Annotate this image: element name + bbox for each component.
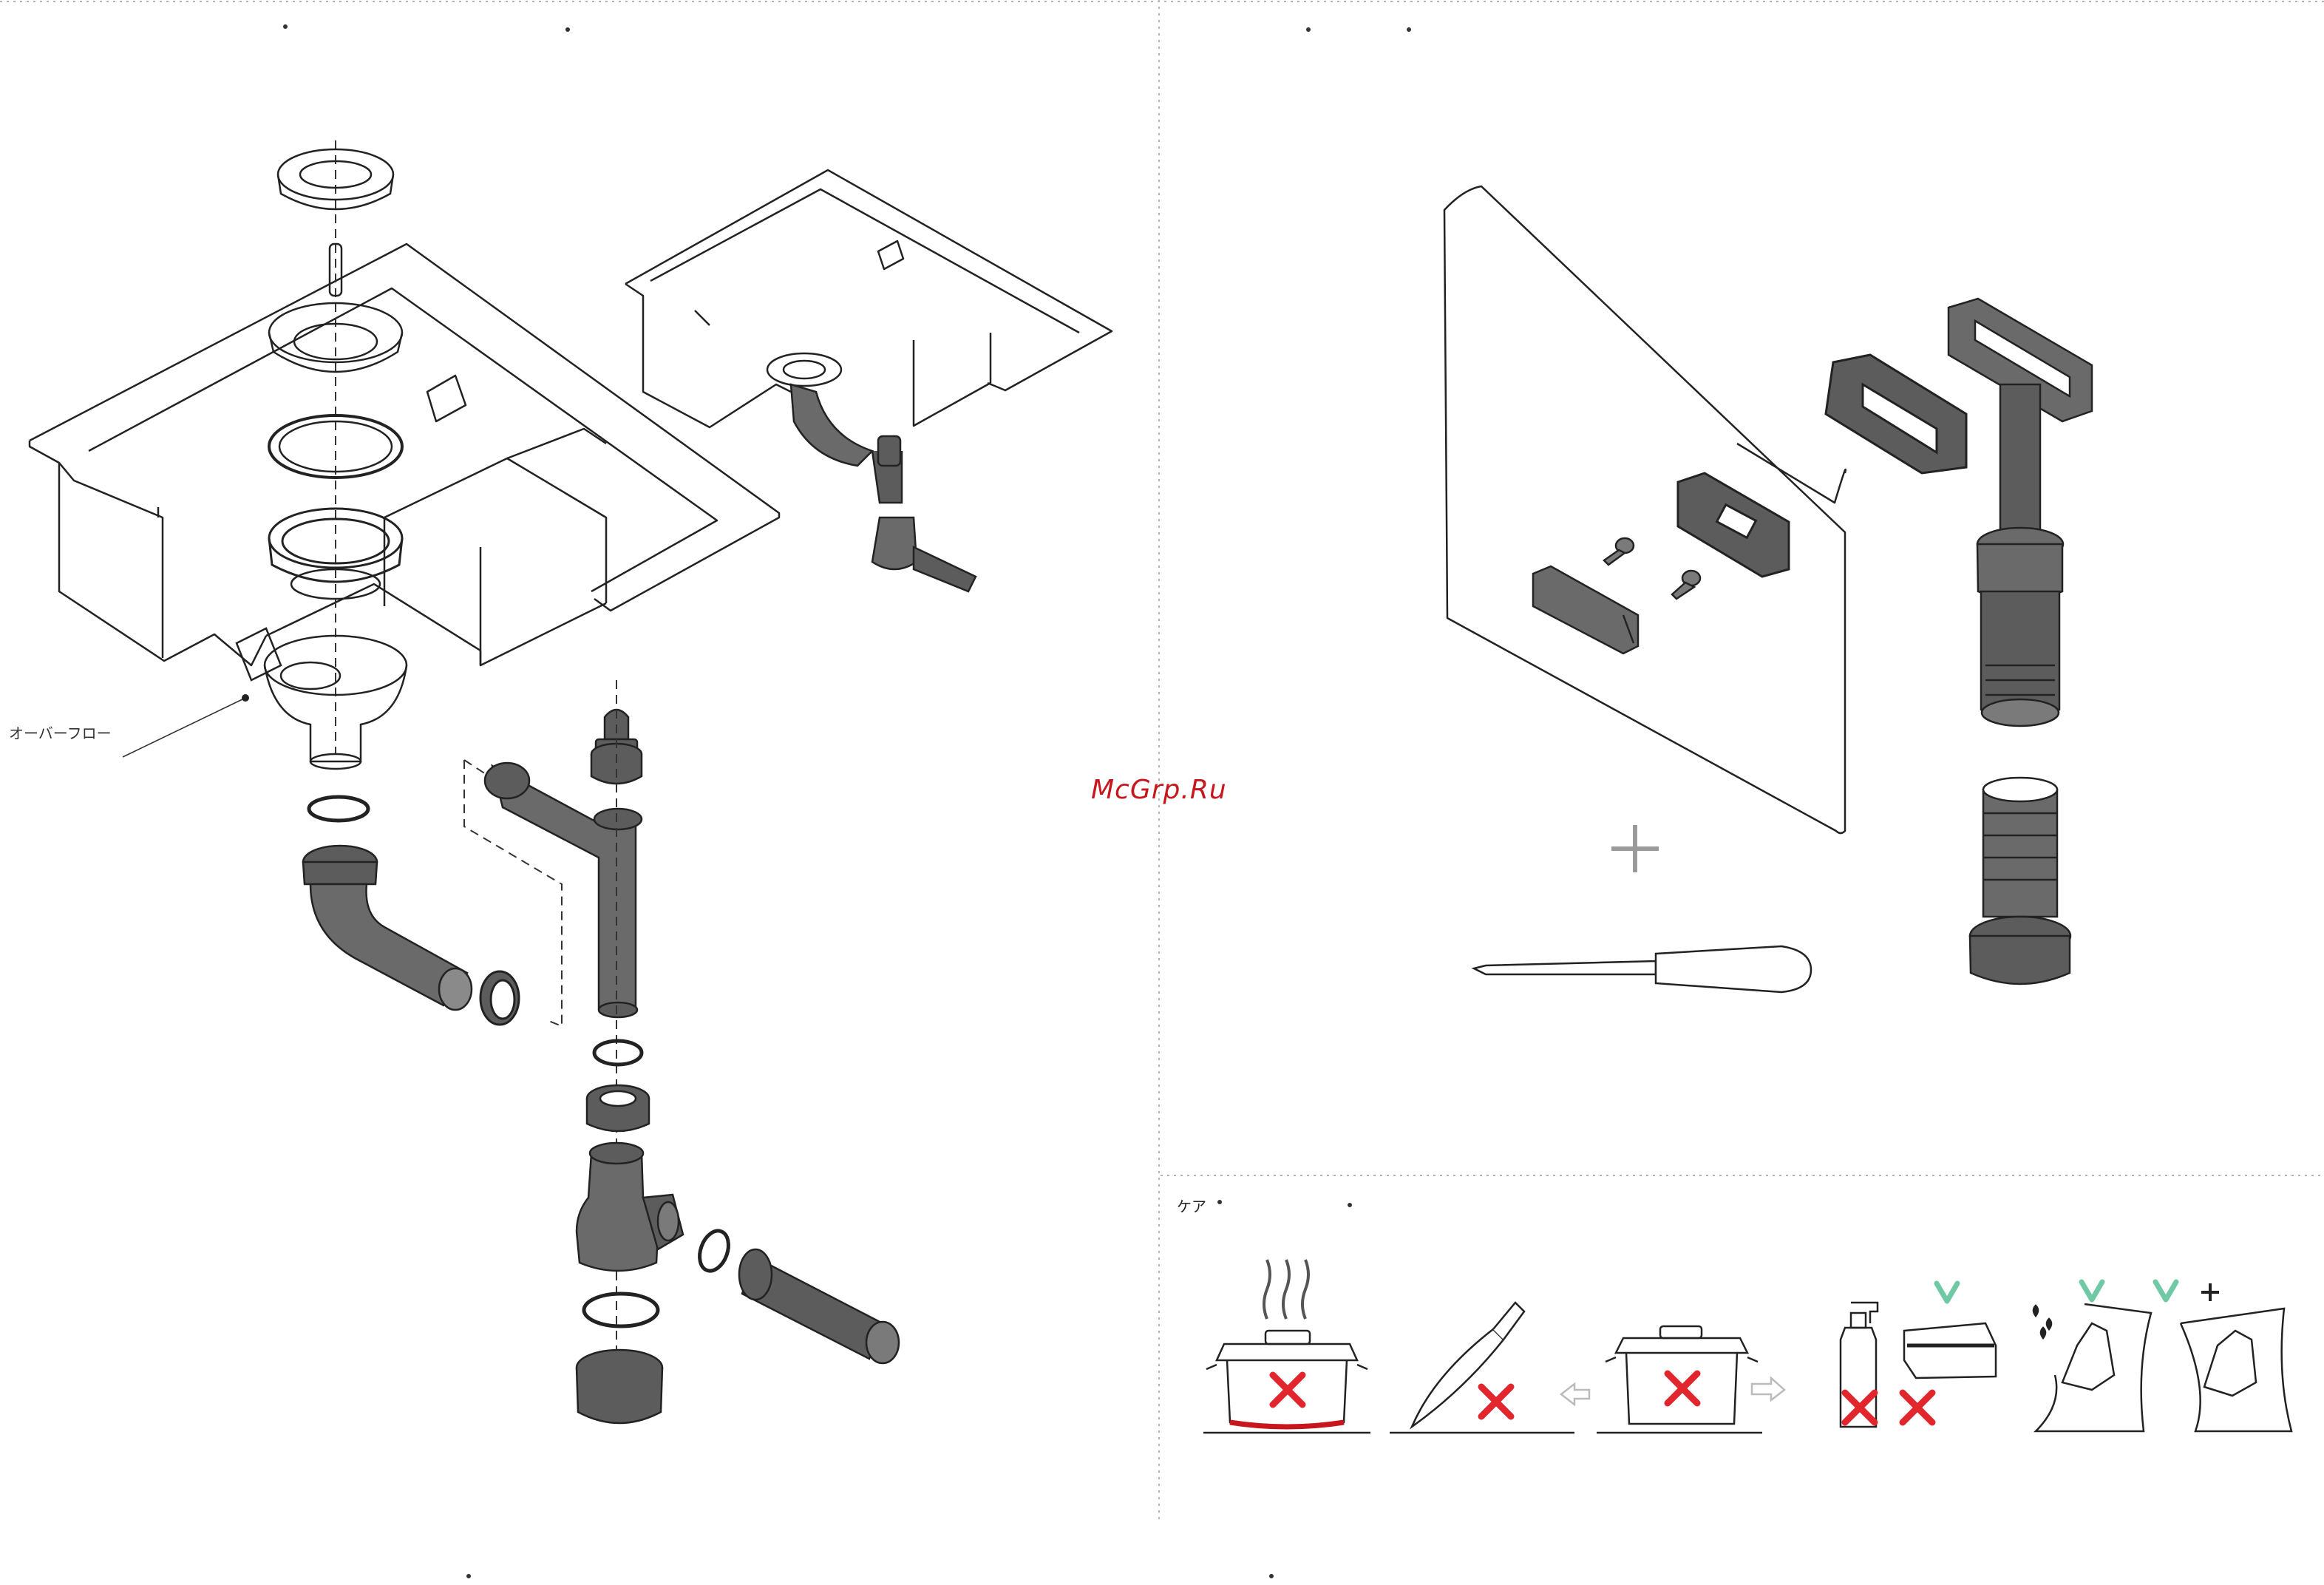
plus-icon: [1611, 825, 1659, 872]
care-hot-pot-icon: [1203, 1260, 1370, 1433]
care-wet-wipe-icon: [2034, 1282, 2151, 1431]
care-sliding-pot-icon: [1561, 1326, 1784, 1433]
overflow-label: オーバーフロー: [9, 722, 112, 743]
overflow-leader-line: [123, 698, 245, 757]
small-sink-drawing: [625, 170, 1112, 427]
overflow-tube: [1948, 299, 2092, 984]
care-dry-wipe-icon: [2155, 1282, 2291, 1431]
main-sink-drawing: [30, 244, 779, 665]
care-knife-icon: [1390, 1303, 1574, 1433]
elbow-pipe: [303, 846, 472, 1010]
side-hose: [739, 1249, 899, 1363]
care-cleaner-sponge-icon: [1841, 1283, 1996, 1427]
bottle-trap: [577, 1143, 683, 1271]
screwdriver-icon: [1474, 946, 1811, 992]
cabinet-panel: [1444, 186, 1846, 833]
care-section-title: ケア: [1177, 1195, 1206, 1216]
watermark: McGrp.Ru: [1091, 775, 1227, 805]
